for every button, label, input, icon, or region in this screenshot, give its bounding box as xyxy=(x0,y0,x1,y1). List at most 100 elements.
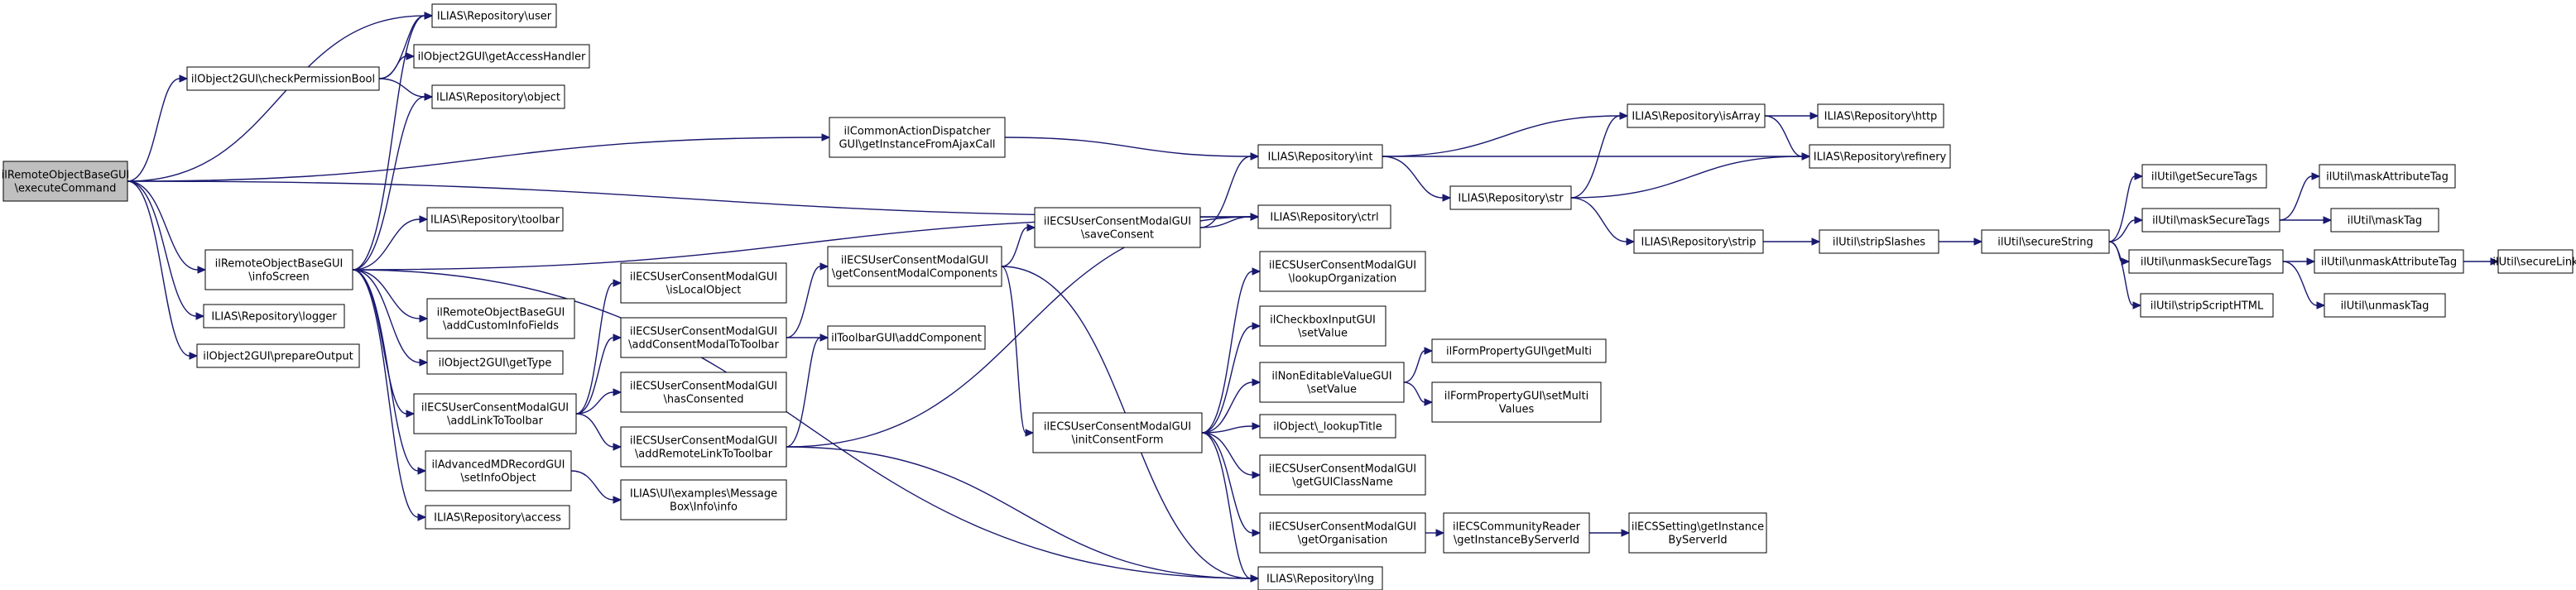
graph-node[interactable]: ilECSCommunityReader\getInstanceByServer… xyxy=(1443,512,1590,554)
graph-node[interactable]: ilCommonActionDispatcherGUI\getInstanceF… xyxy=(829,117,1006,158)
edge-arrowhead xyxy=(613,388,622,396)
graph-node[interactable]: ILIAS\Repository\isArray xyxy=(1627,103,1766,128)
node-label: ilUtil\secureLink xyxy=(2492,257,2576,269)
graph-node[interactable]: ilECSUserConsentModalGUI\isLocalObject xyxy=(620,262,787,304)
graph-node[interactable]: ilObject\_lookupTitle xyxy=(1259,414,1396,439)
graph-node[interactable]: ILIAS\Repository\str xyxy=(1449,185,1572,210)
graph-node[interactable]: ilECSUserConsentModalGUI\addLinkToToolba… xyxy=(413,393,577,434)
node-label: GUI\getInstanceFromAjaxCall xyxy=(839,139,995,151)
node-label: ilObject2GUI\checkPermissionBool xyxy=(191,74,375,86)
graph-node[interactable]: ilUtil\stripScriptHTML xyxy=(2140,293,2274,318)
edge-arrowhead xyxy=(424,93,434,101)
graph-node[interactable]: ilObject2GUI\getAccessHandler xyxy=(413,44,590,69)
node-label: ilECSUserConsentModalGUI xyxy=(630,326,777,338)
graph-node[interactable]: ilRemoteObjectBaseGUI\addCustomInfoField… xyxy=(426,298,575,339)
graph-node[interactable]: ilUtil\maskTag xyxy=(2330,208,2439,233)
graph-edge xyxy=(2108,172,2144,242)
node-box xyxy=(1627,103,1766,128)
node-label: ilFormPropertyGUI\getMulti xyxy=(1446,346,1592,358)
graph-node[interactable]: ilECSUserConsentModalGUI\saveConsent xyxy=(1034,207,1201,248)
graph-node[interactable]: ilECSUserConsentModalGUI\addConsentModal… xyxy=(620,317,787,358)
graph-node[interactable]: ilUtil\secureLink xyxy=(2492,249,2576,274)
node-box xyxy=(2140,293,2274,318)
graph-node[interactable]: ilObject2GUI\prepareOutput xyxy=(196,343,360,368)
graph-node[interactable]: ilFormPropertyGUI\getMulti xyxy=(1431,338,1607,363)
edge-line xyxy=(127,137,823,182)
graph-node[interactable]: ilObject2GUI\checkPermissionBool xyxy=(186,66,380,91)
edge-line xyxy=(2108,219,2136,242)
graph-node[interactable]: ilRemoteObjectBaseGUI\infoScreen xyxy=(204,249,353,290)
graph-edge xyxy=(1001,223,1036,267)
graph-node[interactable]: ilObject2GUI\getType xyxy=(426,350,564,375)
graph-node[interactable]: ILIAS\Repository\int xyxy=(1257,144,1383,169)
node-box xyxy=(620,479,787,520)
graph-node[interactable]: ilECSUserConsentModalGUI\addRemoteLinkTo… xyxy=(620,426,787,468)
graph-edge xyxy=(570,470,622,504)
edge-arrowhead xyxy=(1424,347,1434,355)
graph-node[interactable]: ILIAS\Repository\strip xyxy=(1633,229,1764,254)
edge-line xyxy=(786,446,1252,579)
graph-node[interactable]: ILIAS\Repository\logger xyxy=(203,304,345,329)
node-label: ilObject\_lookupTitle xyxy=(1273,421,1382,434)
edge-arrowhead xyxy=(2121,257,2131,266)
graph-node[interactable]: ilUtil\unmaskTag xyxy=(2324,293,2446,318)
graph-node[interactable]: ilECSUserConsentModalGUI\getConsentModal… xyxy=(827,246,1002,287)
graph-node[interactable]: ilAdvancedMDRecordGUI\setInfoObject xyxy=(425,450,572,492)
graph-node[interactable]: ilECSUserConsentModalGUI\hasConsented xyxy=(620,372,787,413)
node-label: ilUtil\maskAttributeTag xyxy=(2326,171,2449,184)
graph-node[interactable]: ilECSUserConsentModalGUI\getGUIClassName xyxy=(1259,454,1426,496)
edge-arrowhead xyxy=(1626,237,1636,246)
edge-line xyxy=(378,78,425,98)
graph-node[interactable]: ilUtil\secureString xyxy=(1981,229,2110,254)
graph-node[interactable]: ILIAS\Repository\object xyxy=(431,84,565,109)
graph-edge xyxy=(1403,381,1434,406)
graph-node[interactable]: ilUtil\unmaskAttributeTag xyxy=(2314,249,2464,274)
graph-node[interactable]: ilUtil\getSecureTags xyxy=(2141,164,2267,189)
node-label: Box\Info\info xyxy=(670,501,738,514)
node-label: ilCommonActionDispatcher xyxy=(844,126,992,138)
edge-line xyxy=(1764,115,1803,157)
node-label: ILIAS\Repository\toolbar xyxy=(430,214,560,227)
node-label: \infoScreen xyxy=(248,271,309,284)
graph-edge xyxy=(1201,378,1262,434)
graph-node[interactable]: ilUtil\maskAttributeTag xyxy=(2319,164,2456,189)
graph-edge xyxy=(1570,197,1636,246)
node-box xyxy=(1628,512,1767,554)
graph-node[interactable]: ilNonEditableValueGUI\setValue xyxy=(1259,362,1405,403)
graph-node[interactable]: ILIAS\Repository\http xyxy=(1817,103,1944,128)
graph-node[interactable]: ILIAS\Repository\toolbar xyxy=(426,207,564,232)
graph-node[interactable]: ilUtil\unmaskSecureTags xyxy=(2128,249,2284,274)
graph-node[interactable]: ilToolbarGUI\addComponent xyxy=(827,325,986,350)
graph-node[interactable]: ILIAS\Repository\user xyxy=(431,3,557,28)
graph-node[interactable]: ilRemoteObjectBaseGUI\executeCommand xyxy=(2,161,130,202)
node-box xyxy=(431,3,557,28)
node-box xyxy=(1633,229,1764,254)
graph-node[interactable]: ilECSSetting\getInstanceByServerId xyxy=(1628,512,1767,554)
edge-line xyxy=(1201,432,1253,476)
node-box xyxy=(1981,229,2110,254)
graph-node[interactable]: ILIAS\Repository\ctrl xyxy=(1257,204,1391,229)
graph-node[interactable]: ILIAS\Repository\refinery xyxy=(1809,144,1951,169)
graph-node[interactable]: ilECSUserConsentModalGUI\lookupOrganizat… xyxy=(1259,251,1426,292)
graph-node[interactable]: ILIAS\Repository\lng xyxy=(1257,566,1383,590)
node-label: ilFormPropertyGUI\setMulti xyxy=(1444,391,1588,403)
graph-edge xyxy=(352,215,429,271)
edge-line xyxy=(127,180,199,271)
edge-line xyxy=(575,413,614,448)
graph-node[interactable]: ilCheckboxInputGUI\setValue xyxy=(1259,305,1387,347)
graph-node[interactable]: ilECSUserConsentModalGUI\initConsentForm xyxy=(1032,412,1203,453)
edge-arrowhead xyxy=(1250,152,1260,161)
edge-arrowhead xyxy=(1442,194,1452,202)
edge-arrowhead xyxy=(2134,216,2144,224)
graph-node[interactable]: ilUtil\maskSecureTags xyxy=(2141,208,2280,233)
graph-edge xyxy=(1764,115,1811,161)
graph-edge xyxy=(1199,213,1260,228)
graph-node[interactable]: ILIAS\Repository\access xyxy=(425,505,570,530)
graph-node[interactable]: ilECSUserConsentModalGUI\getOrganisation xyxy=(1259,512,1426,554)
node-box xyxy=(1032,412,1203,453)
graph-edge xyxy=(1201,267,1262,434)
graph-node[interactable]: ilUtil\stripSlashes xyxy=(1819,229,1939,254)
edge-line xyxy=(1201,325,1253,434)
